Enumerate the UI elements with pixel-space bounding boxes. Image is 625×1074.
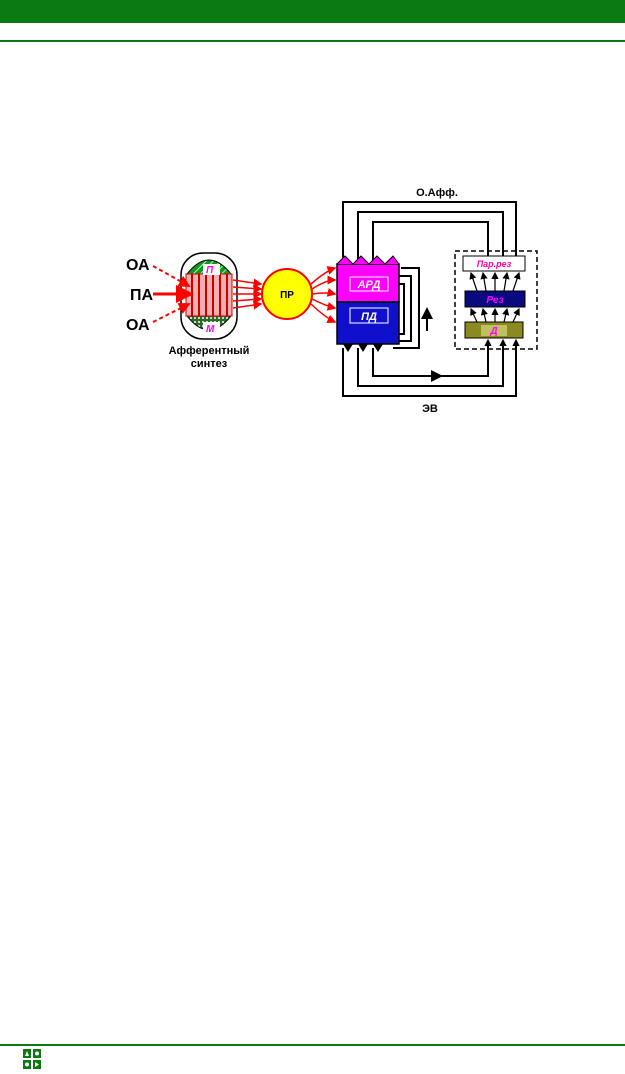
d-to-rez-arrows bbox=[470, 307, 520, 323]
label-afferent-line2: синтез bbox=[191, 358, 228, 370]
header-bar bbox=[0, 0, 625, 23]
label-m: М bbox=[206, 324, 215, 335]
label-ev: ЭВ bbox=[422, 403, 438, 415]
label-pd: ПД bbox=[361, 311, 377, 323]
afferent-synthesis-block bbox=[180, 252, 238, 340]
functional-system-diagram: ОА ПА ОА П М Афферентный синтез ПР АРД П… bbox=[121, 176, 547, 420]
label-par-rez: Пар.рез bbox=[477, 259, 512, 269]
label-oa-bottom: ОА bbox=[126, 317, 150, 334]
label-ard: АРД bbox=[357, 279, 381, 291]
label-afferent-line1: Афферентный bbox=[169, 345, 250, 357]
label-o-aff: О.Афф. bbox=[416, 187, 458, 199]
par-rez-box bbox=[462, 255, 526, 272]
label-p: П bbox=[206, 265, 214, 276]
footer-divider bbox=[0, 1044, 625, 1046]
rez-to-parrez-arrows bbox=[469, 271, 521, 292]
loop-to-d-arrows bbox=[484, 338, 520, 348]
result-box bbox=[454, 250, 538, 350]
pd-bottom-arrows bbox=[343, 344, 383, 352]
label-d: Д bbox=[489, 326, 497, 337]
pr-to-acceptor-arrows bbox=[310, 266, 337, 324]
publisher-logo-icon bbox=[23, 1049, 41, 1069]
label-rez: Рез bbox=[486, 295, 503, 306]
input-arrows bbox=[152, 265, 194, 323]
header-divider bbox=[0, 40, 625, 42]
label-pa: ПА bbox=[130, 287, 154, 304]
synthesis-to-pr-arrows bbox=[232, 278, 263, 310]
label-oa-top: ОА bbox=[126, 257, 150, 274]
label-pr: ПР bbox=[280, 290, 294, 301]
